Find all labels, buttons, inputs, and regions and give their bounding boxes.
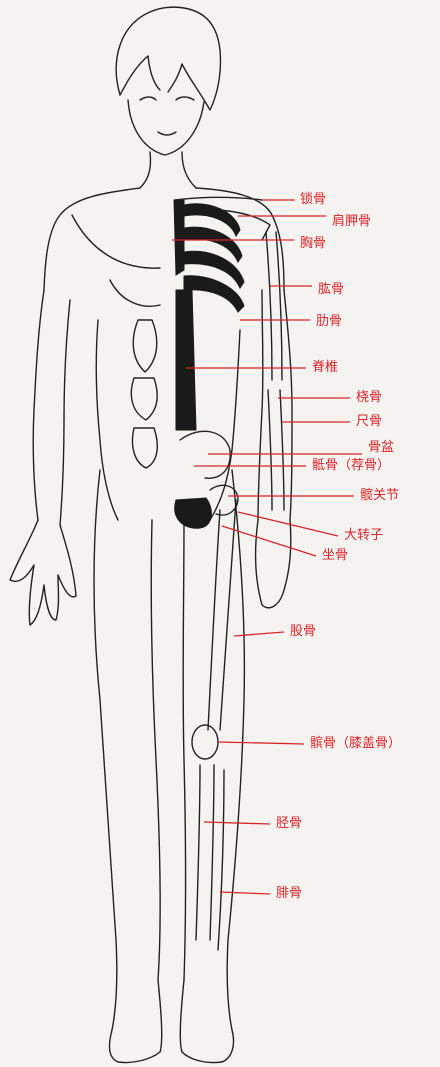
right-arm (258, 290, 292, 520)
spine-column (176, 290, 196, 430)
label-tibia: 胫骨 (276, 816, 302, 832)
forearm-bones (268, 390, 284, 510)
mouth (158, 132, 176, 135)
label-ribs: 肋骨 (316, 314, 342, 330)
waist-left (96, 320, 118, 520)
left-leg (94, 470, 160, 1030)
label-trochanter: 大转子 (344, 528, 383, 544)
label-ulna: 尺骨 (356, 414, 382, 430)
patella-bone (192, 725, 218, 759)
right-foot (180, 980, 233, 1063)
fibula-bone (218, 770, 224, 950)
label-pelvis: 骨盆 (368, 440, 394, 456)
label-spine: 脊椎 (312, 360, 338, 376)
tibia-bone (196, 765, 214, 940)
label-radius: 桡骨 (356, 390, 382, 406)
pecs (72, 215, 160, 306)
femur-bone (208, 500, 236, 730)
eyes (140, 97, 194, 100)
label-ilium: 髋关节 (360, 488, 399, 504)
label-patella: 髌骨（膝盖骨） (310, 736, 401, 752)
leader-femur (234, 632, 284, 636)
right-hand (256, 520, 291, 608)
label-fibula: 腓骨 (276, 886, 302, 902)
label-sternum: 胸骨 (300, 236, 326, 252)
leader-patella (218, 742, 304, 744)
leader-trochanter (238, 512, 338, 536)
neck (140, 152, 196, 188)
left-foot (110, 980, 162, 1063)
abs (131, 320, 157, 468)
hair (116, 7, 220, 110)
label-clavicle: 锁骨 (300, 192, 326, 208)
sacrum-shape (175, 498, 212, 528)
sternum-shape (174, 200, 184, 275)
right-leg (183, 470, 244, 1030)
left-arm (33, 290, 70, 525)
leader-ischium (222, 526, 316, 556)
label-scapula: 肩胛骨 (332, 214, 371, 230)
label-ischium: 坐骨 (322, 548, 348, 564)
pelvis-outline (180, 431, 230, 478)
humerus-bone (266, 232, 282, 380)
label-sacrum: 骶骨（荐骨） (312, 458, 390, 474)
face (128, 100, 204, 155)
label-femur: 股骨 (290, 624, 316, 640)
ribcage (184, 204, 244, 312)
leader-fibula (220, 892, 270, 894)
label-humerus: 肱骨 (318, 282, 344, 298)
left-hand (10, 520, 76, 625)
torso-outline (44, 188, 284, 290)
